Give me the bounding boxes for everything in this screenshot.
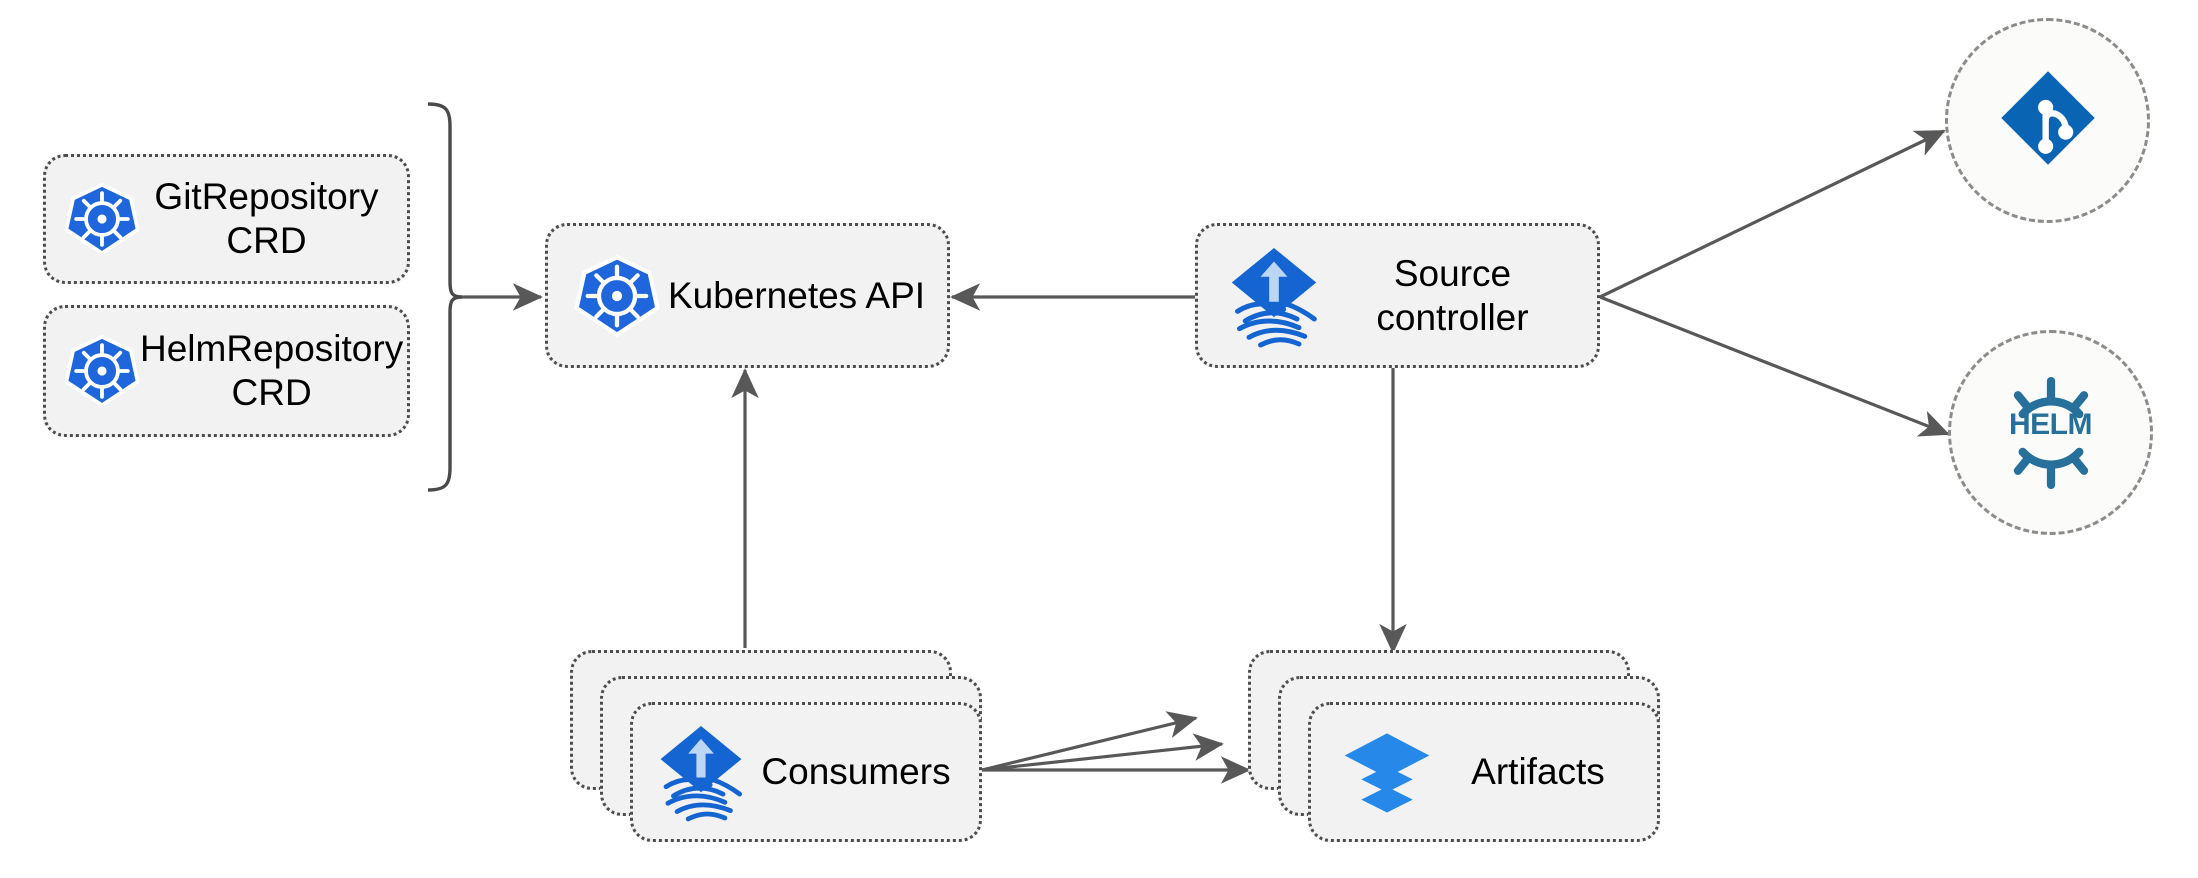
node-artifacts[interactable]: Artifacts (1308, 702, 1660, 842)
flux-icon (655, 720, 747, 824)
node-label: Kubernetes API (667, 274, 926, 316)
crd-group-brace (427, 102, 463, 492)
kubernetes-icon (64, 333, 140, 409)
helm-icon: HELM (1992, 374, 2110, 492)
node-label: Artifacts (1471, 751, 1605, 793)
node-consumers[interactable]: Consumers (630, 702, 982, 842)
node-label: Source controller (1376, 252, 1529, 338)
layers-icon (1341, 726, 1433, 818)
helm-wordmark: HELM (2009, 407, 2093, 441)
node-git-provider[interactable] (1945, 18, 2150, 223)
node-label: HelmRepository CRD (140, 328, 404, 413)
node-label: GitRepository CRD (154, 176, 379, 261)
kubernetes-icon (574, 253, 660, 339)
wire-source-controller-to-git (1599, 129, 1946, 299)
node-source-controller[interactable]: Source controller (1195, 223, 1600, 368)
node-helm-provider[interactable]: HELM (1948, 330, 2153, 535)
wire-source-controller-to-helm (1599, 295, 1950, 437)
node-label: Consumers (761, 751, 951, 793)
wire-consumers-to-artifacts-middle (981, 733, 1224, 772)
kubernetes-icon (64, 181, 140, 257)
git-icon (1989, 59, 2107, 182)
node-kubernetes-api[interactable]: Kubernetes API (545, 223, 950, 368)
flux-icon (1226, 242, 1322, 350)
wire-consumers-to-artifacts-top (981, 711, 1198, 772)
node-git-repository-crd[interactable]: GitRepository CRD (43, 154, 410, 284)
node-helm-repository-crd[interactable]: HelmRepository CRD (43, 305, 410, 437)
